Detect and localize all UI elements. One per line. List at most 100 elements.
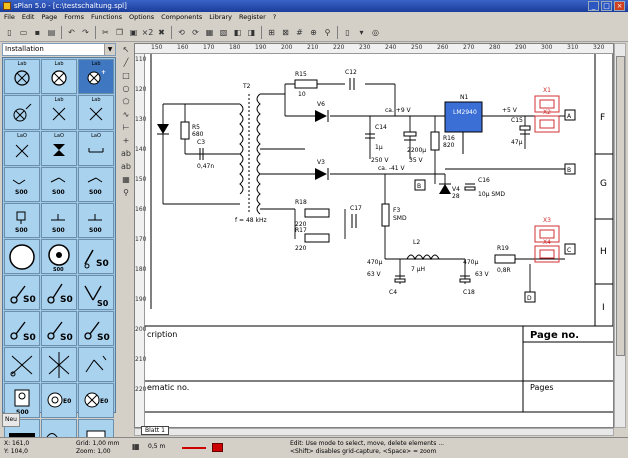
palette-item-lao-2[interactable]: LaO xyxy=(41,131,77,166)
crosshair-icon[interactable]: + xyxy=(122,136,130,145)
grid-icon[interactable]: # xyxy=(296,27,303,37)
save-icon[interactable]: ▪ xyxy=(34,27,41,37)
lock-icon[interactable]: ⊠ xyxy=(282,27,289,37)
palette-item-switch-cross-1[interactable] xyxy=(4,347,40,382)
image-icon[interactable]: ▦ xyxy=(122,175,130,184)
palette-item-bell-large[interactable] xyxy=(4,239,40,274)
redo-icon[interactable]: ↷ xyxy=(82,27,89,37)
polygon-icon[interactable]: ⬠ xyxy=(122,97,130,106)
dimension-icon[interactable]: ⊢ xyxy=(122,123,130,132)
bezier-icon[interactable]: ∿ xyxy=(122,110,130,119)
label-plus5: +5 V xyxy=(502,107,518,114)
zoom-icon[interactable]: ◎ xyxy=(372,27,379,37)
diode-V6 xyxy=(315,110,327,122)
rotate-right-icon[interactable]: ⟳ xyxy=(192,27,199,37)
drawing-canvas[interactable]: 150 160 170 180 190 200 210 220 230 240 … xyxy=(134,43,614,428)
menu-components[interactable]: Components xyxy=(161,13,203,21)
palette-item-switch-s00-2[interactable]: S00 xyxy=(41,167,77,202)
menu-help[interactable]: ? xyxy=(272,13,277,21)
undo-icon[interactable]: ↶ xyxy=(68,27,75,37)
search-icon[interactable]: ⚲ xyxy=(324,27,331,37)
palette-item-switch-cross-3[interactable] xyxy=(78,347,114,382)
snap-icon[interactable]: ⊕ xyxy=(310,27,317,37)
palette-item-key-s0-3[interactable]: S0 xyxy=(41,311,77,346)
vertical-scrollbar[interactable] xyxy=(614,43,626,428)
palette-item-lao-1[interactable]: LaO xyxy=(4,131,40,166)
palette-item-switch-s0-3[interactable]: S0 xyxy=(78,275,114,310)
duplicate-icon[interactable]: ×2 xyxy=(141,27,154,37)
palette-item-lamp-2[interactable]: Lab xyxy=(41,95,77,130)
menu-edit[interactable]: Edit xyxy=(21,13,35,21)
menu-file[interactable]: File xyxy=(4,13,15,21)
palette-item-label: S0 xyxy=(97,333,110,343)
menu-register[interactable]: Register xyxy=(239,13,266,21)
palette-item-key-s0[interactable]: S0 xyxy=(4,275,40,310)
menu-options[interactable]: Options xyxy=(129,13,155,21)
sheet-tab[interactable]: Blatt 1 xyxy=(141,426,169,435)
palette-item-switch-s00-3[interactable]: S00 xyxy=(78,167,114,202)
status-x: X: 161,0 xyxy=(4,440,30,447)
palette-item-speaker[interactable]: S00 xyxy=(41,239,77,274)
fill-color-swatch[interactable] xyxy=(212,443,223,452)
new-file-icon[interactable]: ▯ xyxy=(7,27,12,37)
dropdown-icon[interactable]: ▾ xyxy=(359,27,364,37)
palette-item-lamp[interactable]: Lab xyxy=(4,59,40,94)
palette-item-key-s0-4[interactable]: S0 xyxy=(78,311,114,346)
palette-item-switch-s00-4[interactable]: S00 xyxy=(4,203,40,238)
maximize-button[interactable]: □ xyxy=(601,1,612,11)
cut-icon[interactable]: ✂ xyxy=(102,27,109,37)
horizontal-scrollbar[interactable] xyxy=(134,428,614,436)
palette-item-switch-s00-6[interactable]: S00 xyxy=(78,203,114,238)
close-button[interactable]: × xyxy=(614,1,625,11)
rotate-left-icon[interactable]: ⟲ xyxy=(178,27,185,37)
page-icon[interactable]: ▯ xyxy=(345,27,350,37)
text-tool-icon[interactable]: ab xyxy=(121,149,131,158)
lamp-icon xyxy=(14,69,30,86)
open-folder-icon[interactable]: ▭ xyxy=(19,27,28,37)
scrollbar-thumb[interactable] xyxy=(616,56,625,356)
palette-item-lao-3[interactable]: LaO xyxy=(78,131,114,166)
palette-item-switch-s00-1[interactable]: S00 xyxy=(4,167,40,202)
menu-page[interactable]: Page xyxy=(41,13,58,21)
ellipse-icon[interactable]: ○ xyxy=(122,84,130,93)
palette-item-switch-s0-1[interactable]: S0 xyxy=(78,239,114,274)
group-icon[interactable]: ▦ xyxy=(205,27,214,37)
ungroup-icon[interactable]: ▧ xyxy=(219,27,228,37)
label-F3: F3 xyxy=(393,207,400,214)
palette-item-lamp-ring[interactable]: Lab xyxy=(41,59,77,94)
to-back-icon[interactable]: ◨ xyxy=(247,27,256,37)
palette-item-lamp-selected[interactable]: Lab+ xyxy=(78,59,114,94)
palette-item-switch-s0-2[interactable]: S0 xyxy=(41,275,77,310)
menu-library[interactable]: Library xyxy=(209,13,232,21)
palette-item-switch-s00-5[interactable]: S00 xyxy=(41,203,77,238)
menu-functions[interactable]: Functions xyxy=(91,13,123,21)
delete-icon[interactable]: ✖ xyxy=(158,27,165,37)
grid-toggle-icon[interactable]: ▦ xyxy=(132,442,140,451)
print-icon[interactable]: ▤ xyxy=(47,27,56,37)
minimize-button[interactable]: _ xyxy=(588,1,599,11)
text-box-icon[interactable]: ab xyxy=(121,162,131,171)
key-icon: S0 xyxy=(10,321,36,343)
palette-item-lamp-arrow[interactable] xyxy=(4,95,40,130)
align-icon[interactable]: ⊞ xyxy=(268,27,275,37)
palette-item-lamp-3[interactable]: Lab xyxy=(78,95,114,130)
line-icon[interactable]: ╱ xyxy=(123,58,129,67)
rectangle-icon[interactable]: □ xyxy=(122,71,130,80)
to-front-icon[interactable]: ◧ xyxy=(233,27,242,37)
row-label-F: F xyxy=(600,113,605,123)
palette-item-key-s0-2[interactable]: S0 xyxy=(4,311,40,346)
palette-item-lamp-e0-2[interactable]: E0 xyxy=(78,383,114,418)
menu-forms[interactable]: Forms xyxy=(64,13,84,21)
paste-icon[interactable]: ▣ xyxy=(129,27,138,37)
select-arrow-icon[interactable]: ↖ xyxy=(122,45,130,54)
chevron-down-icon[interactable]: ▼ xyxy=(104,44,115,55)
magnifier-icon[interactable]: ⚲ xyxy=(123,188,129,197)
palette-item-switch-cross-2[interactable] xyxy=(41,347,77,382)
line-color-swatch[interactable] xyxy=(182,447,206,449)
library-select[interactable]: Installation ▼ xyxy=(2,43,116,56)
switch-icon: S0 xyxy=(84,285,109,308)
palette-tab-new[interactable]: Neu xyxy=(2,413,20,427)
palette-item-lamp-e0-1[interactable]: E0 xyxy=(41,383,77,418)
palette-item-motion-sensor[interactable]: S00 xyxy=(4,383,40,418)
copy-icon[interactable]: ❐ xyxy=(115,27,124,37)
